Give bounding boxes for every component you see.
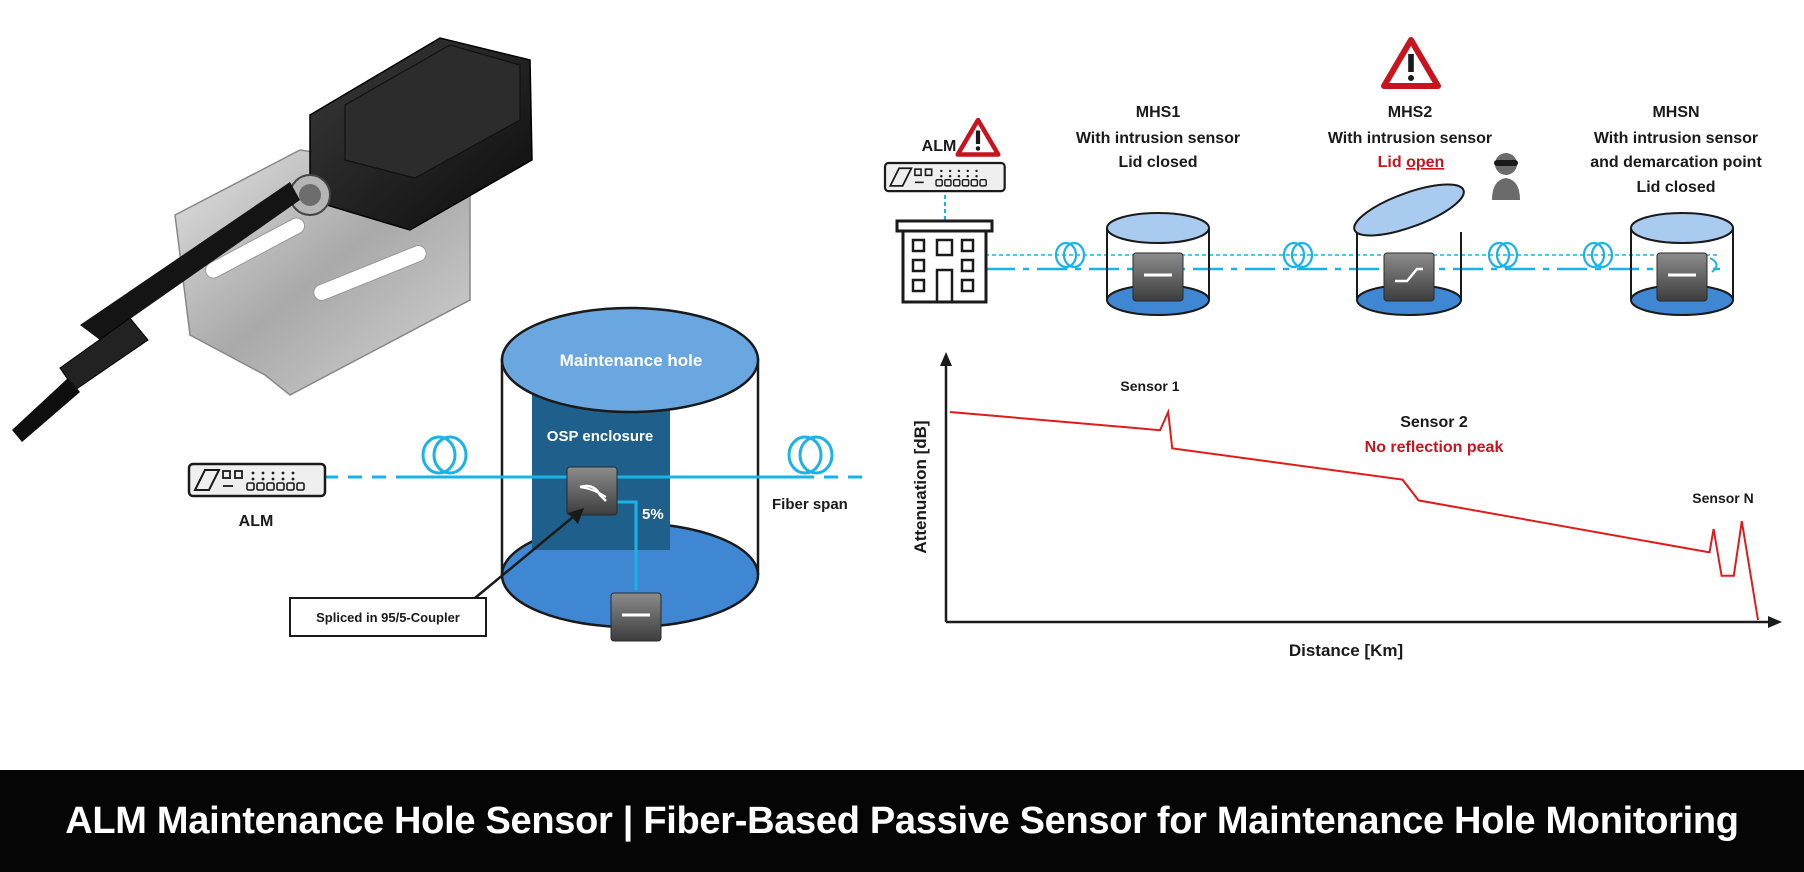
- otdr-trace-chart: Distance [Km] Attenuation [dB] Sensor 1 …: [911, 352, 1782, 660]
- network-alm-label: ALM: [922, 138, 957, 155]
- mhs2-title: MHS2: [1388, 104, 1433, 121]
- alm-device-icon: [883, 161, 1006, 193]
- mhs2-status: Lid open: [1378, 154, 1445, 171]
- mhs1-line2: Lid closed: [1118, 154, 1197, 171]
- annotation-sensor-n: Sensor N: [1692, 490, 1753, 506]
- product-photo: [12, 37, 533, 442]
- coupler-callout: [289, 597, 487, 637]
- mhsn-hole: [1630, 212, 1734, 316]
- mhsn-line3: Lid closed: [1636, 179, 1715, 196]
- y-axis-label: Attenuation [dB]: [911, 420, 930, 553]
- coupler-ratio: 5%: [642, 506, 664, 523]
- maintenance-hole-label: Maintenance hole: [560, 351, 703, 370]
- annotation-sensor-1: Sensor 1: [1120, 378, 1179, 394]
- annotation-sensor-2: Sensor 2: [1400, 414, 1468, 431]
- mhsn-line2: and demarcation point: [1590, 154, 1762, 171]
- attenuation-trace: [949, 408, 1759, 621]
- network-overview: ALM MHS1 With intrusion sensor Lid c: [883, 40, 1762, 316]
- mhs1-hole: [1106, 212, 1210, 316]
- mhsn-title: MHSN: [1652, 104, 1699, 121]
- maintenance-hole-diagram: Maintenance hole OSP enclosure 5% ALM Fi…: [187, 306, 868, 642]
- mhs2-hole: [1353, 183, 1465, 316]
- mhs1-title: MHS1: [1136, 104, 1181, 121]
- coupler-icon: [566, 466, 618, 516]
- open-lid: [1353, 183, 1465, 237]
- mhsn-line1: With intrusion sensor: [1594, 130, 1758, 147]
- warning-triangle-icon: [1384, 40, 1438, 86]
- diagram-artwork: Maintenance hole OSP enclosure 5% ALM Fi…: [12, 0, 1782, 660]
- mhs2-line1: With intrusion sensor: [1328, 130, 1492, 147]
- hole-lid: [500, 306, 760, 414]
- fiber-span-label: Fiber span: [772, 496, 848, 513]
- fiber-coil-icon: [421, 435, 468, 475]
- annotation-sensor-2-sub: No reflection peak: [1365, 439, 1504, 456]
- intrusion-sensor-icon: [610, 592, 662, 642]
- fiber-coil-icon: [787, 435, 834, 475]
- alm-device-icon: [187, 462, 327, 498]
- coupler-callout-label: Spliced in 95/5-Coupler: [316, 610, 460, 625]
- x-axis-label: Distance [Km]: [1289, 641, 1403, 660]
- building-icon: [895, 219, 994, 304]
- footer-title: ALM Maintenance Hole Sensor | Fiber-Base…: [65, 799, 1739, 842]
- warning-triangle-icon: [958, 120, 999, 155]
- alm-label: ALM: [239, 513, 274, 530]
- footer-banner: ALM Maintenance Hole Sensor | Fiber-Base…: [0, 770, 1804, 872]
- osp-enclosure-label: OSP enclosure: [547, 428, 653, 445]
- mhs1-line1: With intrusion sensor: [1076, 130, 1240, 147]
- intruder-icon: [1492, 153, 1520, 200]
